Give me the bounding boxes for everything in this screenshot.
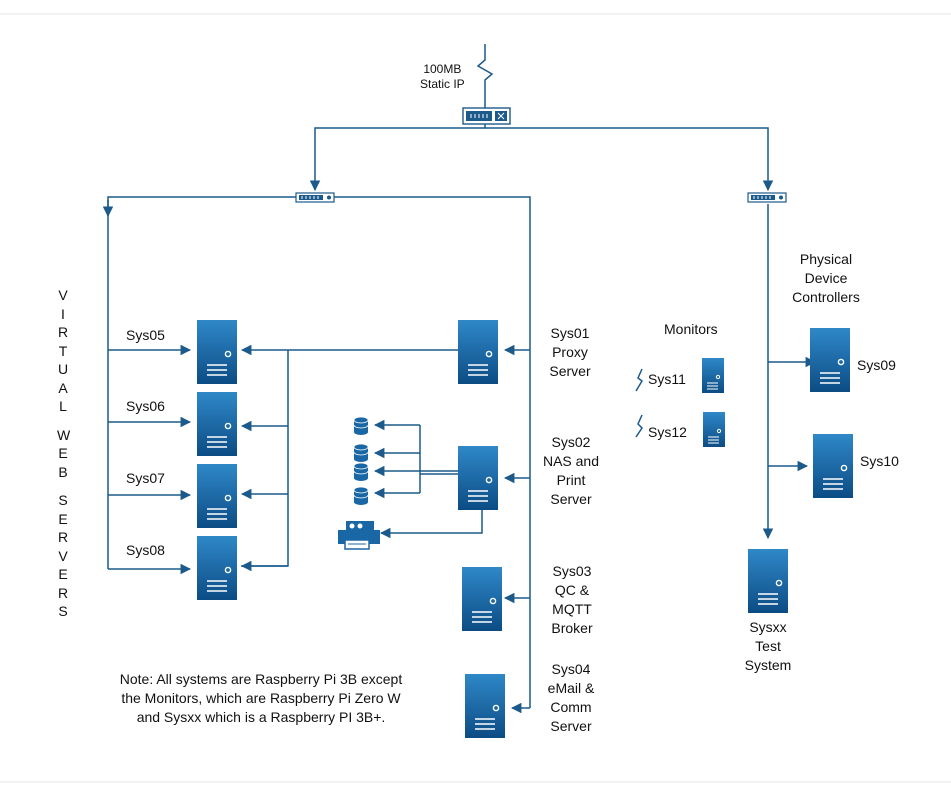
router-to-left-switch: [309, 124, 486, 192]
right-switch-icon: [747, 192, 787, 203]
note-text: Note: All systems are Raspberry Pi 3B ex…: [119, 671, 403, 725]
uplink-label: 100MB Static IP: [420, 62, 465, 91]
sys07-label: Sys07: [126, 470, 165, 486]
vws-letter: U: [57, 361, 69, 377]
vws-letter: [57, 481, 69, 491]
vws-letter: E: [58, 510, 68, 527]
vws-letter: S: [58, 603, 68, 619]
sys10-server-icon: [812, 433, 854, 499]
disk-icon: [353, 416, 369, 436]
servers-bus: [334, 196, 531, 708]
sys11-server-icon: [701, 357, 725, 394]
vws-letter: E: [58, 566, 68, 582]
sys09-label: Sys09: [857, 357, 896, 373]
sys03-server-icon: [461, 566, 503, 632]
disk-icon: [353, 486, 369, 506]
sys11-label: Sys11: [648, 371, 686, 387]
sys06-label: Sys06: [126, 398, 165, 414]
sys05-label: Sys05: [126, 327, 165, 343]
sys12-label: Sys12: [648, 424, 687, 440]
sys12-server-icon: [702, 411, 726, 448]
sys10-label: Sys10: [860, 453, 899, 469]
monitors-title: Monitors: [664, 321, 718, 337]
sys02-server-icon: [457, 445, 499, 511]
sys09-server-icon: [809, 327, 851, 393]
router-to-right-switch: [485, 127, 774, 192]
vws-letter: W: [57, 426, 71, 443]
vws-letter: I: [61, 305, 65, 322]
sys07-server-icon: [196, 463, 238, 529]
vws-letter: R: [57, 324, 69, 340]
router-icon: [462, 107, 511, 125]
vws-letter: L: [59, 398, 67, 414]
printer-icon: [338, 521, 380, 550]
left-switch-icon: [295, 192, 335, 203]
vws-letter: R: [57, 529, 69, 545]
vws-letter: S: [58, 492, 68, 508]
left-switch-to-vws: [102, 196, 296, 218]
vws-letter: V: [58, 547, 68, 564]
sys05-server-icon: [196, 319, 238, 385]
vws-letter: V: [58, 287, 68, 303]
disk-icon: [353, 443, 369, 463]
sys01-server-icon: [457, 319, 499, 385]
uplink-line: [476, 44, 494, 108]
sys04-server-icon: [464, 673, 506, 739]
vws-letter: R: [57, 584, 69, 601]
sys08-label: Sys08: [126, 542, 165, 558]
sys06-server-icon: [196, 391, 238, 457]
vws-letter: T: [58, 342, 68, 359]
vws-letter: E: [58, 445, 68, 461]
sys08-server-icon: [196, 535, 238, 601]
disk-icon: [353, 462, 369, 482]
sysxx-server-icon: [747, 548, 789, 614]
vws-letter: [57, 416, 69, 426]
vws-letter: A: [58, 379, 68, 396]
vws-letter: B: [58, 463, 68, 480]
connection-lines: [102, 44, 817, 714]
